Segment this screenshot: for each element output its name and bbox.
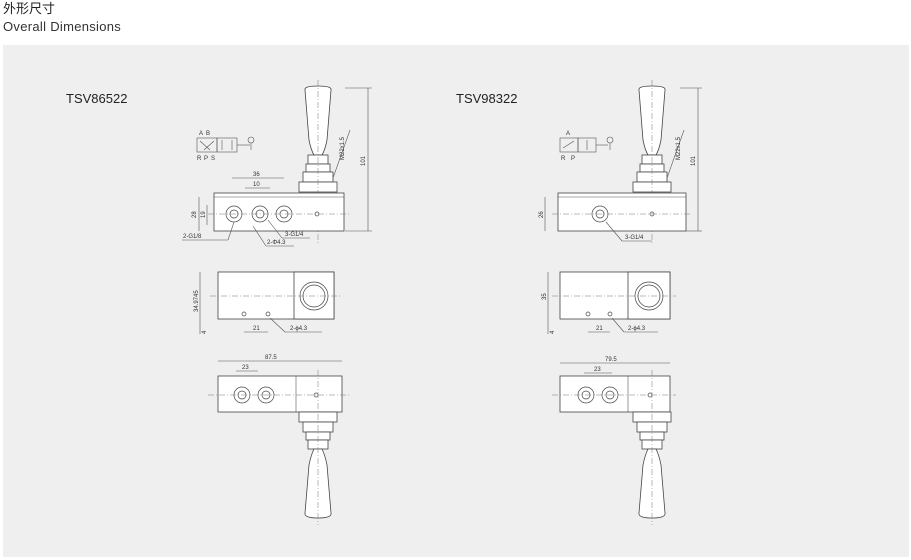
left-handle-top <box>298 80 338 245</box>
right-symbol-port-r: R <box>561 156 566 162</box>
left-model-label: TSV86522 <box>66 91 127 106</box>
right-dim-holes-side: 2-ϕ4.3 <box>628 326 646 332</box>
left-handle-bottom <box>298 370 338 525</box>
right-dim-thread: M22x1.5 <box>676 136 682 160</box>
drawing-panel <box>3 45 909 557</box>
left-symbol-port-p: P <box>204 156 208 162</box>
left-dim-side-21: 21 <box>253 326 260 332</box>
left-symbol-port-r: R <box>197 156 202 162</box>
left-symbol-port-b: B <box>206 131 210 137</box>
right-dim-bottom-23: 23 <box>594 367 601 373</box>
left-dim-holes-top: 2-Φ4.3 <box>267 240 286 246</box>
right-model-label: TSV98322 <box>456 91 517 106</box>
right-body-bottom: 79.5 23 <box>552 357 676 413</box>
right-dim-side-21: 21 <box>596 326 603 332</box>
left-dim-19: 19 <box>201 211 207 218</box>
right-symbol-port-p: P <box>571 156 575 162</box>
left-drawing: TSV86522 A B R P S <box>66 80 372 525</box>
right-handle-top <box>632 80 672 245</box>
left-body-bottom: 87.5 23 <box>208 355 350 413</box>
left-dims-front: 36 10 28 19 101 M22x1.5 2-G1/8 3-G1/4 2-… <box>182 87 372 247</box>
right-dim-bottom-width: 79.5 <box>605 357 617 363</box>
right-symbol-port-a: A <box>566 131 570 137</box>
right-dim-26: 26 <box>539 211 545 218</box>
left-dim-101: 101 <box>361 155 367 166</box>
left-symbol-port-a: A <box>199 131 203 137</box>
left-symbol-port-s: S <box>211 156 215 162</box>
right-dim-g14: 3-G1/4 <box>625 235 644 241</box>
left-body-side: 34.9745 4 21 2-ϕ4.3 <box>194 271 340 334</box>
left-dim-holes-side: 2-ϕ4.3 <box>290 326 308 332</box>
right-body-front: 26 101 M22x1.5 3-G1/4 <box>539 87 702 242</box>
section-title-cn: 外形尺寸 <box>3 1 56 16</box>
left-body-front <box>208 192 350 232</box>
left-dim-36: 36 <box>253 172 260 178</box>
left-dim-side-height: 34.9745 <box>194 290 200 312</box>
right-drawing: TSV98322 A R P <box>456 80 702 525</box>
left-dim-28: 28 <box>192 211 198 218</box>
right-valve-symbol: A R P <box>559 131 614 162</box>
left-dim-10: 10 <box>253 182 260 188</box>
left-dim-thread: M22x1.5 <box>340 136 346 160</box>
left-valve-symbol: A B R P S <box>196 131 255 162</box>
left-dim-bottom-23: 23 <box>242 365 249 371</box>
right-handle-bottom <box>632 370 672 525</box>
right-dim-side-height: 35 <box>542 293 548 300</box>
left-dim-g18: 2-G1/8 <box>183 234 202 240</box>
right-dim-101: 101 <box>691 155 697 166</box>
right-body-side: 35 4 21 2-ϕ4.3 <box>542 271 676 334</box>
left-dim-bottom-width: 87.5 <box>265 355 277 361</box>
section-title-en: Overall Dimensions <box>3 19 122 34</box>
right-dim-side-4: 4 <box>550 330 556 334</box>
left-dim-side-4: 4 <box>202 330 208 334</box>
left-dim-g14: 3-G1/4 <box>285 232 304 238</box>
